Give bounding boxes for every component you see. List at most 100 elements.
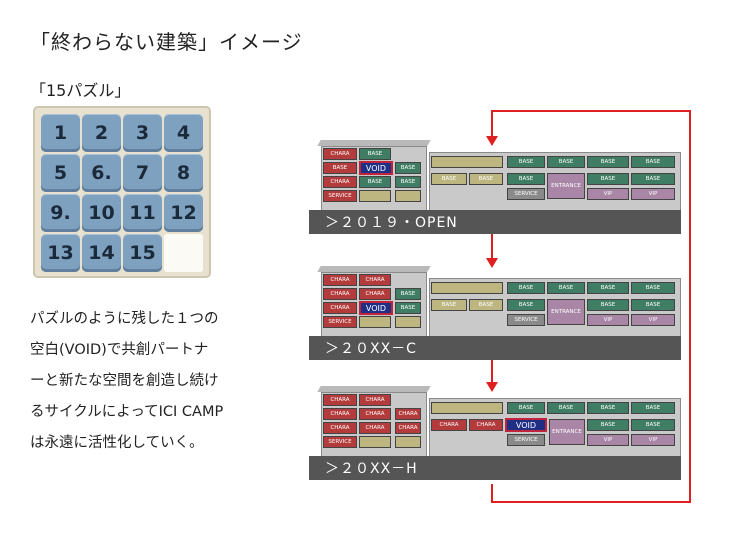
room-chara: CHARA — [323, 422, 357, 434]
room-base: BASE — [587, 419, 629, 431]
room-base: BASE — [469, 173, 503, 185]
puzzle-tile: 5 — [41, 154, 80, 192]
room-base: BASE — [631, 173, 675, 185]
room-base: BASE — [359, 176, 391, 188]
room-service: SERVICE — [323, 436, 357, 448]
room-service: SERVICE — [507, 434, 545, 446]
room-chara: CHARA — [323, 302, 357, 314]
room-base: BASE — [431, 299, 467, 311]
room-base: BASE — [631, 299, 675, 311]
room-base: BASE — [587, 173, 629, 185]
room-chara: CHARA — [359, 288, 391, 300]
room-base: BASE — [631, 419, 675, 431]
section-label: ＞２０１９・OPEN — [325, 212, 458, 232]
room-khaki — [431, 156, 503, 168]
section-label: ＞２０XX－C — [325, 338, 417, 358]
room-entrance: ENTRANCE — [549, 419, 585, 445]
room-base: BASE — [395, 288, 421, 300]
room-chara: CHARA — [359, 408, 391, 420]
room-base: BASE — [507, 173, 545, 185]
room-base: BASE — [431, 173, 467, 185]
room-chara: CHARA — [359, 274, 391, 286]
room-chara: CHARA — [323, 288, 357, 300]
page-title: 「終わらない建築」イメージ — [30, 26, 303, 55]
room-chara: CHARA — [431, 419, 467, 431]
room-vip: VIP — [631, 434, 675, 446]
puzzle-tile: 6. — [82, 154, 121, 192]
puzzle-tile: 7 — [123, 154, 162, 192]
room-base: BASE — [631, 402, 675, 414]
room-vip: VIP — [631, 188, 675, 200]
room-khaki — [395, 436, 421, 448]
puzzle-tile: 8 — [164, 154, 203, 192]
room-khaki — [395, 316, 421, 328]
room-chara: CHARA — [323, 394, 357, 406]
puzzle-tile: 3 — [123, 114, 162, 152]
room-chara: CHARA — [469, 419, 503, 431]
room-base: BASE — [587, 402, 629, 414]
room-base: BASE — [395, 302, 421, 314]
room-base: BASE — [547, 402, 585, 414]
room-chara: CHARA — [323, 274, 357, 286]
room-khaki — [431, 402, 503, 414]
room-base: BASE — [395, 162, 421, 174]
room-base: BASE — [359, 148, 391, 160]
room-base: BASE — [631, 156, 675, 168]
puzzle-tile: 1 — [41, 114, 80, 152]
room-base: BASE — [587, 299, 629, 311]
room-chara: CHARA — [323, 176, 357, 188]
section-label: ＞２０XX－H — [325, 458, 418, 478]
section-20xx-h: CHARA CHARA CHARA CHARA CHARA CHARA CHAR… — [309, 384, 681, 480]
puzzle-tile: 10 — [82, 194, 121, 232]
room-service: SERVICE — [507, 188, 545, 200]
puzzle-tile: 14 — [82, 234, 121, 272]
puzzle-tile: 15 — [123, 234, 162, 272]
puzzle-empty-slot — [164, 234, 203, 272]
puzzle-tile: 11 — [123, 194, 162, 232]
puzzle-tile: 2 — [82, 114, 121, 152]
description-line: 空白(VOID)で共創パートナ — [30, 335, 270, 366]
room-chara: CHARA — [359, 394, 391, 406]
description-line: るサイクルによってICI CAMP — [30, 397, 270, 428]
room-base: BASE — [507, 156, 545, 168]
room-base: BASE — [323, 162, 357, 174]
room-service: SERVICE — [323, 316, 357, 328]
room-khaki — [431, 282, 503, 294]
room-base: BASE — [587, 282, 629, 294]
room-base: BASE — [395, 176, 421, 188]
description-line: は永遠に活性化していく。 — [30, 428, 270, 459]
room-base: BASE — [631, 282, 675, 294]
room-base: BASE — [547, 156, 585, 168]
description-line: ーと新たな空間を創造し続け — [30, 366, 270, 397]
room-base: BASE — [547, 282, 585, 294]
room-khaki — [395, 190, 421, 202]
puzzle-tile: 12 — [164, 194, 203, 232]
room-vip: VIP — [587, 434, 629, 446]
room-base: BASE — [507, 299, 545, 311]
puzzle-caption: 「15パズル」 — [30, 77, 130, 101]
section-20xx-c: CHARA CHARA CHARA CHARA BASE CHARA VOID … — [309, 264, 681, 360]
puzzle-tile: 13 — [41, 234, 80, 272]
void-cell: VOID — [359, 161, 393, 175]
room-chara: CHARA — [323, 148, 357, 160]
room-chara: CHARA — [395, 408, 421, 420]
fifteen-puzzle: 1 2 3 4 5 6. 7 8 9. 10 11 12 13 14 15 — [33, 106, 211, 278]
room-entrance: ENTRANCE — [547, 173, 585, 199]
section-2019-open: CHARA BASE BASE VOID BASE CHARA BASE BAS… — [309, 138, 681, 234]
description-line: パズルのように残した１つの — [30, 304, 270, 335]
room-base: BASE — [469, 299, 503, 311]
room-chara: CHARA — [395, 422, 421, 434]
void-cell: VOID — [359, 301, 393, 315]
puzzle-tile: 4 — [164, 114, 203, 152]
room-chara: CHARA — [323, 408, 357, 420]
description: パズルのように残した１つの 空白(VOID)で共創パートナ ーと新たな空間を創造… — [30, 304, 270, 459]
room-vip: VIP — [587, 314, 629, 326]
room-service: SERVICE — [507, 314, 545, 326]
room-vip: VIP — [631, 314, 675, 326]
room-service: SERVICE — [323, 190, 357, 202]
puzzle-tile: 9. — [41, 194, 80, 232]
room-base: BASE — [507, 402, 545, 414]
room-entrance: ENTRANCE — [547, 299, 585, 325]
room-khaki — [359, 190, 391, 202]
room-khaki — [359, 316, 391, 328]
